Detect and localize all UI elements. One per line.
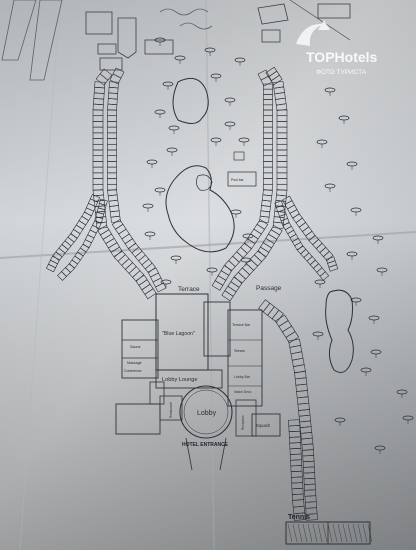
- squash-label: Squash: [256, 423, 271, 428]
- tennis-hatch-line: [362, 523, 368, 543]
- lobby-rotunda: [179, 385, 233, 439]
- room-cell: [211, 280, 224, 291]
- fence-line: [289, 0, 351, 41]
- massage-label: Massage: [127, 361, 142, 365]
- lobby-bar-label: Lobby Bar: [234, 375, 251, 379]
- compass-strip: [29, 0, 63, 81]
- tennis-hatch-line: [332, 523, 338, 543]
- building: [144, 39, 174, 55]
- room-cell: [293, 512, 306, 521]
- watermark-brand: TOPHotels: [306, 49, 378, 65]
- compass-strip: [1, 0, 37, 61]
- tennis-hatch-line: [302, 523, 308, 543]
- lobby-lounge-label: Lobby Lounge: [162, 377, 197, 383]
- tennis-label: Tennis: [288, 514, 310, 521]
- tennis-hatch-line: [312, 523, 318, 543]
- tennis-hatch-line: [347, 523, 353, 543]
- hotel-entrance-label: HOTEL ENTRANCE: [182, 442, 229, 448]
- office-block: [149, 381, 165, 405]
- paper-fold: [205, 0, 215, 550]
- room-cell: [221, 290, 234, 302]
- pool-kiosk: [233, 151, 245, 161]
- paper-fold: [0, 231, 416, 259]
- room-cell: [155, 282, 167, 293]
- building: [317, 3, 351, 19]
- building: [99, 57, 123, 71]
- squash-court: [251, 413, 281, 437]
- building: [97, 43, 117, 55]
- side-pool: [325, 289, 354, 373]
- tennis-hatch: [287, 523, 373, 543]
- room-cell: [319, 271, 330, 281]
- tennis-hatch-line: [357, 523, 363, 543]
- main-pool: [172, 77, 209, 124]
- reception-block: [235, 399, 257, 437]
- restaurant-label: Restaurant: [169, 402, 173, 418]
- tennis-hatch-line: [342, 523, 348, 543]
- spa-block: [121, 319, 159, 379]
- tennis-hatch-line: [307, 523, 313, 543]
- side-block: [227, 309, 263, 407]
- reception-label: Reception: [241, 415, 245, 430]
- tennis-hatch-line: [287, 523, 293, 543]
- sauna-label: Sauna: [130, 345, 140, 349]
- watermark-subtitle: ФОТО ТУРИСТА: [316, 69, 367, 76]
- tennis-hatch-line: [317, 523, 323, 543]
- tophotels-logo-icon: [296, 20, 330, 46]
- restaurant-block: [159, 395, 183, 421]
- blue-lagoon-label: "Blue Lagoon": [162, 331, 195, 337]
- tennis-hatch-line: [367, 523, 373, 543]
- building: [257, 3, 289, 25]
- room-cell: [328, 264, 339, 272]
- building: [261, 29, 281, 43]
- building: [85, 11, 113, 35]
- tennis-hatch-line: [337, 523, 343, 543]
- steam-label: Steam: [234, 349, 245, 353]
- room-cell: [305, 513, 318, 521]
- room-cell: [144, 288, 157, 300]
- lobby-rotunda-inner: [183, 389, 229, 435]
- tennis-hatch-line: [327, 523, 333, 543]
- lounge-wing: [203, 301, 231, 357]
- entrance-road: [185, 437, 227, 471]
- conference-label: Conference: [124, 369, 142, 373]
- right-room-wing: [211, 66, 288, 302]
- paper-fold: [19, 0, 61, 550]
- indoor-deco-label: Indoor Deco: [234, 390, 252, 394]
- pool-bar-label: Pool bar: [231, 178, 244, 182]
- lobby-label: Lobby: [197, 410, 217, 417]
- building: [117, 17, 137, 59]
- sea-waves: [159, 8, 213, 30]
- umbrellas: [142, 37, 414, 454]
- terrace-bar-label: Terrace Bar: [232, 323, 251, 327]
- pool-island: [196, 174, 213, 191]
- tennis-hatch-line: [297, 523, 303, 543]
- lower-right-room-wing: [258, 299, 318, 521]
- pool-bar-building: [227, 171, 257, 187]
- room-arms: [46, 193, 339, 281]
- room-cell: [46, 263, 56, 273]
- passage-label: Passage: [256, 285, 282, 292]
- tophotels-watermark: TOPHotels ФОТО ТУРИСТА: [296, 20, 378, 76]
- left-room-wing: [92, 67, 167, 300]
- lobby-lounge-block: [155, 369, 223, 389]
- main-pool: [165, 165, 235, 253]
- tennis-hatch-line: [292, 523, 298, 543]
- tennis-hatch-line: [322, 523, 328, 543]
- room-cell: [57, 271, 67, 281]
- tennis-hatch-line: [352, 523, 358, 543]
- terrace-label: Terrace: [178, 286, 200, 293]
